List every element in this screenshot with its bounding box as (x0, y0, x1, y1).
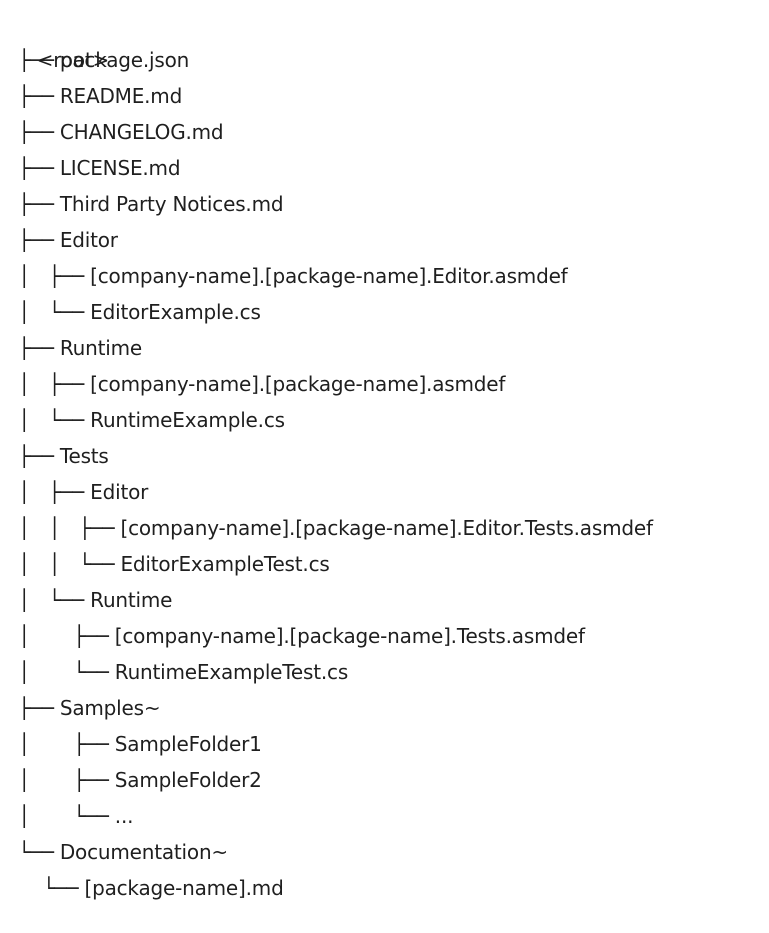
tree-item: │ ├── SampleFolder2 (12, 762, 762, 798)
tree-item-label: Third Party Notices.md (59, 192, 284, 216)
tree-item-label: SampleFolder2 (114, 768, 262, 792)
tree-item-label: Runtime (90, 588, 173, 612)
tree-branch-connector: │ ├── (12, 624, 115, 648)
tree-item-label: Samples~ (59, 696, 161, 720)
tree-item-label: Tests (59, 444, 109, 468)
tree-branch-connector: │ ├── (12, 732, 115, 756)
tree-item: │ └── Runtime (12, 582, 762, 618)
tree-branch-connector: ├── (12, 696, 60, 720)
tree-branch-connector: │ └── (12, 804, 115, 828)
tree-item-label: LICENSE.md (59, 156, 181, 180)
tree-item-label: [company-name].[package-name].asmdef (90, 372, 506, 396)
tree-item: │ ├── [company-name].[package-name].Edit… (12, 258, 762, 294)
tree-item: │ ├── [company-name].[package-name].Test… (12, 618, 762, 654)
tree-branch-connector: ├── (12, 444, 60, 468)
tree-branch-connector: │ └── (12, 660, 115, 684)
tree-branch-connector: │ │ ├── (12, 516, 121, 540)
tree-item: │ └── RuntimeExample.cs (12, 402, 762, 438)
tree-item-label: Editor (90, 480, 149, 504)
file-tree: <root> ├── package.json ├── README.md ├─… (12, 6, 762, 906)
tree-item-label: ... (114, 804, 134, 828)
tree-item-label: RuntimeExample.cs (90, 408, 285, 432)
tree-item: ├── LICENSE.md (12, 150, 762, 186)
tree-branch-connector: ├── (12, 156, 60, 180)
tree-branch-connector: ├── (12, 120, 60, 144)
tree-item-label: RuntimeExampleTest.cs (114, 660, 349, 684)
tree-branch-connector: └── (12, 876, 85, 900)
tree-item-label: [company-name].[package-name].Tests.asmd… (114, 624, 585, 648)
tree-branch-connector: ├── (12, 84, 60, 108)
tree-item-label: SampleFolder1 (114, 732, 262, 756)
tree-item-label: README.md (59, 84, 183, 108)
tree-item-label: [company-name].[package-name].Editor.asm… (90, 264, 568, 288)
tree-item: ├── Samples~ (12, 690, 762, 726)
tree-branch-connector: ├── (12, 336, 60, 360)
tree-branch-connector: │ └── (12, 300, 91, 324)
tree-branch-connector: │ ├── (12, 372, 91, 396)
tree-item: ├── CHANGELOG.md (12, 114, 762, 150)
tree-item: │ ├── SampleFolder1 (12, 726, 762, 762)
tree-item-label: [company-name].[package-name].Editor.Tes… (120, 516, 653, 540)
tree-item: │ │ └── EditorExampleTest.cs (12, 546, 762, 582)
tree-item: ├── Tests (12, 438, 762, 474)
tree-item: │ └── RuntimeExampleTest.cs (12, 654, 762, 690)
tree-item-label: EditorExampleTest.cs (120, 552, 330, 576)
tree-item-label: Editor (59, 228, 118, 252)
tree-branch-connector: │ └── (12, 588, 91, 612)
tree-item-label: EditorExample.cs (90, 300, 261, 324)
tree-item: ├── Editor (12, 222, 762, 258)
tree-item-label: package.json (59, 48, 190, 72)
tree-item: │ └── EditorExample.cs (12, 294, 762, 330)
tree-root: <root> (12, 6, 762, 72)
tree-item: │ └── ... (12, 798, 762, 834)
tree-branch-connector: │ │ └── (12, 552, 121, 576)
tree-branch-connector: ├── (12, 192, 60, 216)
tree-branch-connector: ├── (12, 48, 60, 72)
tree-branch-connector: │ └── (12, 408, 91, 432)
tree-item: ├── README.md (12, 78, 762, 114)
tree-branch-connector: └── (12, 840, 60, 864)
tree-branch-connector: ├── (12, 228, 60, 252)
tree-branch-connector: │ ├── (12, 480, 91, 504)
tree-branch-connector: │ ├── (12, 768, 115, 792)
tree-item: │ │ ├── [company-name].[package-name].Ed… (12, 510, 762, 546)
tree-root-label: <root> (36, 48, 110, 72)
tree-item: │ ├── Editor (12, 474, 762, 510)
tree-item-label: Runtime (59, 336, 142, 360)
tree-item-label: Documentation~ (59, 840, 228, 864)
tree-items: ├── package.json ├── README.md ├── CHANG… (12, 42, 762, 906)
tree-branch-connector: │ ├── (12, 264, 91, 288)
tree-item: ├── package.json (12, 42, 762, 78)
tree-item-label: CHANGELOG.md (59, 120, 224, 144)
tree-item: └── [package-name].md (12, 870, 762, 906)
tree-item: ├── Runtime (12, 330, 762, 366)
tree-item: └── Documentation~ (12, 834, 762, 870)
tree-item: │ ├── [company-name].[package-name].asmd… (12, 366, 762, 402)
tree-item-label: [package-name].md (84, 876, 284, 900)
tree-item: ├── Third Party Notices.md (12, 186, 762, 222)
